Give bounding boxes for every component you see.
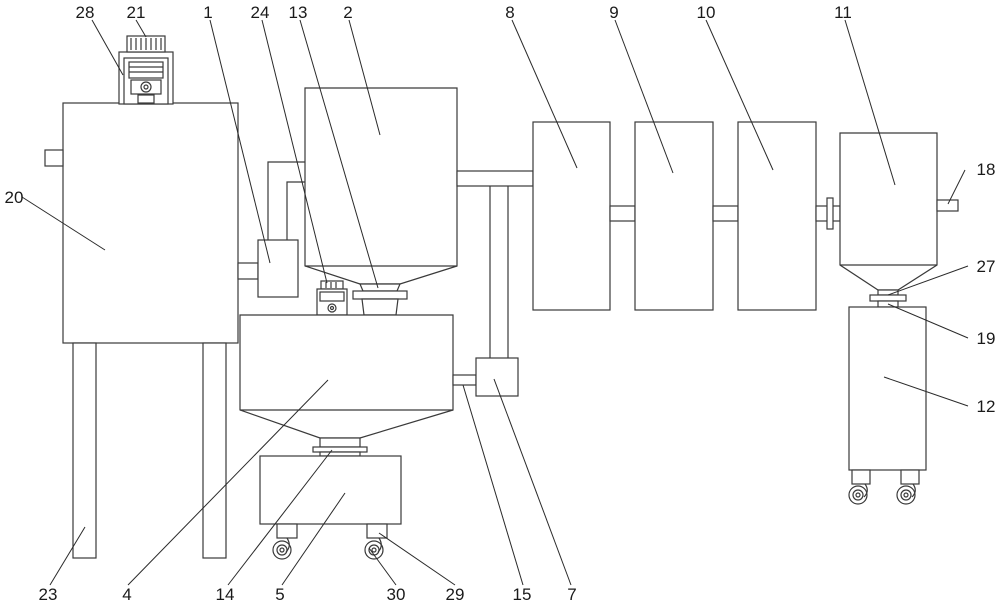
pipe-20-to-2 — [267, 161, 305, 240]
hopper-2 — [304, 87, 458, 285]
label-27: 27 — [977, 257, 996, 276]
leader-lines — [21, 19, 969, 586]
hopper-11 — [839, 132, 938, 291]
container-12 — [848, 306, 927, 471]
label-18: 18 — [977, 160, 996, 179]
label-4: 4 — [122, 585, 131, 604]
label-14: 14 — [216, 585, 235, 604]
wheels-12 — [848, 469, 920, 505]
pipe-system — [456, 170, 534, 358]
valve-27 — [869, 289, 907, 302]
hopper-4 — [239, 314, 477, 439]
outlet-14 — [312, 437, 368, 457]
box-9 — [634, 121, 714, 311]
label-19: 19 — [977, 329, 996, 348]
label-7: 7 — [567, 585, 576, 604]
label-5: 5 — [275, 585, 284, 604]
box-10 — [737, 121, 817, 311]
unit-1 — [257, 239, 299, 298]
label-15: 15 — [513, 585, 532, 604]
label-20: 20 — [5, 188, 24, 207]
label-10: 10 — [697, 3, 716, 22]
label-8: 8 — [505, 3, 514, 22]
label-9: 9 — [609, 3, 618, 22]
label-23: 23 — [39, 585, 58, 604]
leg-23 — [72, 342, 227, 559]
flange-connector — [815, 197, 841, 230]
label-21: 21 — [127, 3, 146, 22]
motor-21 — [126, 35, 166, 104]
tank-20 — [44, 102, 259, 344]
label-12: 12 — [977, 397, 996, 416]
wheel-29 — [272, 523, 388, 560]
label-28: 28 — [76, 3, 95, 22]
connector-8-9 — [609, 205, 636, 222]
label-24: 24 — [251, 3, 270, 22]
unit-7 — [475, 357, 519, 397]
box-8 — [532, 121, 611, 311]
label-2: 2 — [343, 3, 352, 22]
label-11: 11 — [834, 3, 852, 22]
label-1: 1 — [203, 3, 212, 22]
label-30: 30 — [387, 585, 406, 604]
motor-24 — [316, 280, 348, 316]
label-29: 29 — [446, 585, 465, 604]
discharge-13 — [352, 283, 408, 316]
connector-9-10 — [712, 205, 739, 222]
outlet-18 — [936, 199, 959, 212]
labels: 28 21 1 24 13 2 8 9 10 11 18 20 27 19 12… — [5, 3, 996, 604]
label-13: 13 — [289, 3, 308, 22]
